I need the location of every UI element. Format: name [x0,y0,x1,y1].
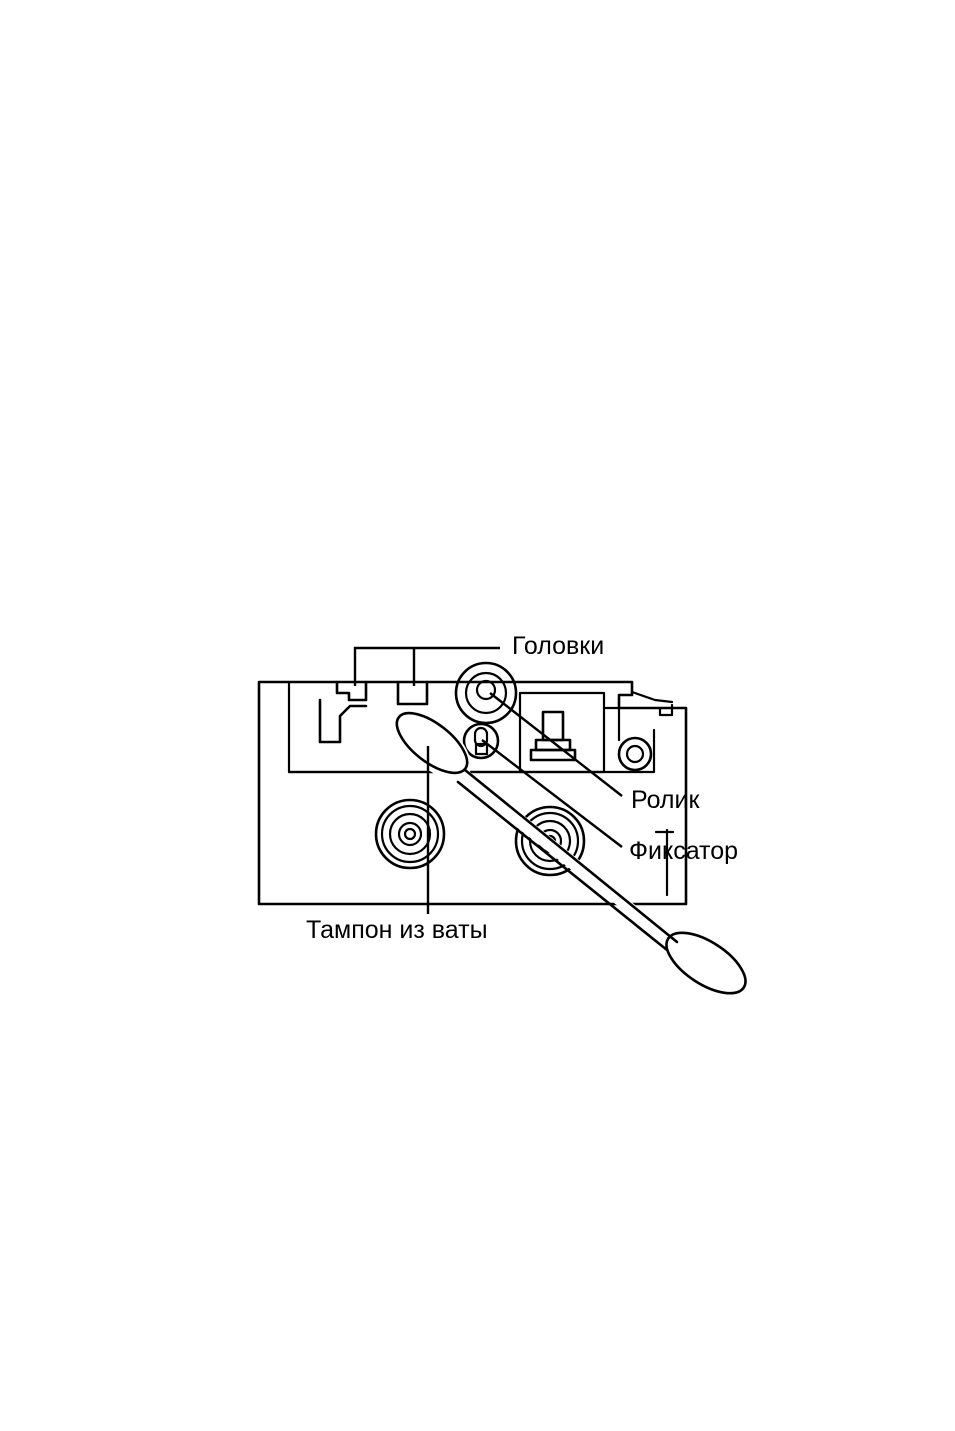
label-roller: Ролик [631,786,700,814]
roller [456,663,516,723]
label-heads: Головки [512,632,604,660]
reel-spindle-left [376,800,444,868]
guide-post [619,738,651,770]
label-latch: Фиксатор [629,837,738,865]
label-cotton-swab: Тампон из ваты [306,916,488,944]
latch [464,724,498,758]
